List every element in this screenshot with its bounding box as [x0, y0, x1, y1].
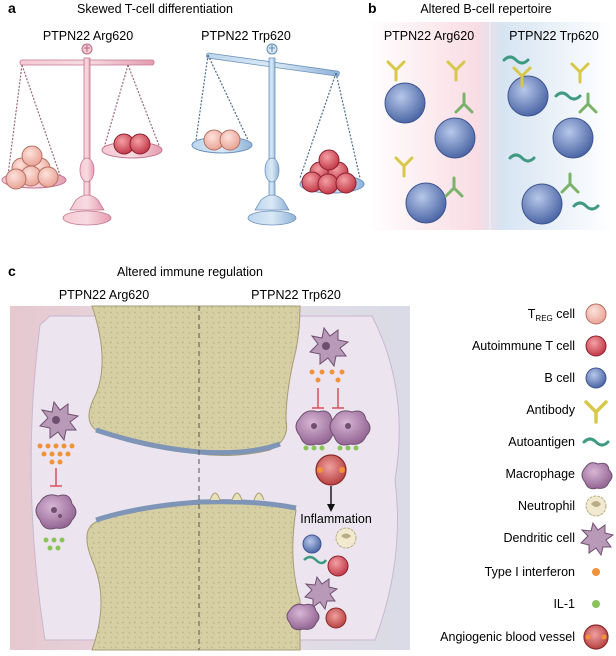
- upper-cartilage: [95, 427, 281, 456]
- b-cell-icon: [585, 367, 607, 389]
- legend-b-cell-label: B cell: [544, 371, 575, 385]
- panel-c-title: Altered immune regulation: [117, 265, 263, 279]
- right-dendritic-cell-lower: [304, 575, 339, 611]
- macrophage-icon: [581, 462, 613, 490]
- inflammation-label: Inflammation: [300, 512, 372, 526]
- legend-item-interferon: Type I interferon: [485, 565, 600, 579]
- right-vessel-lower: [325, 607, 347, 629]
- right-b-cell-c: [302, 534, 328, 565]
- lower-cartilage: [95, 499, 297, 523]
- legend-vessel-label: Angiogenic blood vessel: [440, 630, 575, 644]
- lower-bone: [86, 503, 301, 651]
- panel-a-left-label: PTPN22 Arg620: [43, 29, 133, 43]
- treg-cell-cluster-trp620: [203, 129, 241, 151]
- panel-c: c Altered immune regulation PTPN22 Arg62…: [8, 263, 410, 651]
- legend-neutrophil-label: Neutrophil: [518, 499, 575, 513]
- right-il-1-dots: [303, 445, 359, 451]
- legend-il-1-label: IL-1: [553, 597, 575, 611]
- panel-c-left-label: PTPN22 Arg620: [59, 288, 149, 302]
- dendritic-cell-icon: [580, 521, 615, 557]
- treg-cell-cluster-arg620: [5, 145, 59, 190]
- legend-dendritic-label: Dendritic cell: [503, 531, 575, 545]
- left-dendritic-cell: [38, 400, 80, 442]
- legend-item-autoimmune: Autoimmune T cell: [472, 335, 607, 357]
- panel-b-left-label: PTPN22 Arg620: [384, 29, 474, 43]
- left-macrophage: [35, 494, 77, 530]
- legend-item-dendritic: Dendritic cell: [503, 521, 615, 557]
- legend-treg-sub: REG: [535, 314, 552, 323]
- legend-item-neutrophil: Neutrophil: [518, 495, 607, 517]
- panel-b-right-label: PTPN22 Trp620: [509, 29, 599, 43]
- panel-b-letter: b: [368, 0, 377, 16]
- antibody-group-b: [386, 60, 598, 198]
- left-inhibition-bar: [50, 468, 62, 487]
- legend-item-autoantigen: Autoantigen: [508, 435, 610, 449]
- panel-a-letter: a: [8, 0, 16, 16]
- right-macrophage-lower: [286, 603, 320, 631]
- neutrophil-icon: [585, 495, 607, 517]
- autoimmune-t-cell-icon: [585, 335, 607, 357]
- right-dendritic-cell: [308, 326, 350, 368]
- left-interferon-dots: [37, 443, 75, 465]
- legend-macrophage-label: Macrophage: [506, 467, 576, 481]
- legend-autoimmune-label: Autoimmune T cell: [472, 339, 575, 353]
- b-cell-group-arg620: [384, 82, 476, 224]
- panel-a: a Skewed T-cell differentiation PTPN22 A…: [1, 0, 365, 226]
- panel-c-right-label: PTPN22 Trp620: [251, 288, 341, 302]
- legend-treg-label: T: [528, 307, 536, 321]
- right-interferon-dots: [309, 369, 345, 383]
- angiogenic-blood-vessel-icon: [583, 624, 609, 650]
- type-i-interferon-icon: [592, 568, 600, 576]
- right-inhibition-bars: [312, 388, 344, 409]
- right-neutrophil-c: [335, 527, 357, 549]
- legend-autoantigen-label: Autoantigen: [508, 435, 575, 449]
- panel-a-right-label: PTPN22 Trp620: [201, 29, 291, 43]
- legend-item-vessel: Angiogenic blood vessel: [440, 624, 609, 650]
- upper-bone: [88, 305, 301, 457]
- legend-item-macrophage: Macrophage: [506, 462, 613, 490]
- legend-item-antibody: Antibody: [526, 400, 608, 424]
- il-1-icon: [592, 600, 600, 608]
- panel-b: b Altered B-cell repertoire PTPN22 Arg62…: [368, 0, 612, 230]
- legend-item-il-1: IL-1: [553, 597, 600, 611]
- left-il-1-dots: [43, 537, 65, 551]
- panel-c-letter: c: [8, 263, 16, 279]
- legend-antibody-label: Antibody: [526, 403, 575, 417]
- autoantigen-icon: [582, 437, 610, 447]
- legend: TREG cell Autoimmune T cell B cell Antib…: [440, 303, 615, 650]
- panel-a-title: Skewed T-cell differentiation: [77, 2, 233, 16]
- legend-interferon-label: Type I interferon: [485, 565, 575, 579]
- inflammation-arrowhead: [327, 504, 335, 512]
- autoimmune-t-cell-cluster-trp620: [301, 149, 357, 195]
- legend-treg-suffix: cell: [553, 307, 575, 321]
- angiogenic-vessel-c: [315, 454, 347, 486]
- bone-erosion-spurs: [209, 492, 265, 501]
- autoantigen-group-b: [502, 55, 600, 211]
- right-autoimmune-cell-c: [327, 555, 349, 577]
- svg-text:TREG cell: TREG cell: [528, 307, 575, 323]
- legend-item-treg: TREG cell: [528, 303, 607, 325]
- treg-cell-icon: [585, 303, 607, 325]
- antibody-icon: [584, 400, 608, 424]
- panel-b-title: Altered B-cell repertoire: [420, 2, 551, 16]
- b-cell-group-trp620: [507, 75, 594, 225]
- autoimmune-t-cell-cluster-arg620: [113, 133, 151, 155]
- legend-item-b-cell: B cell: [544, 367, 607, 389]
- right-macrophages: [295, 410, 371, 446]
